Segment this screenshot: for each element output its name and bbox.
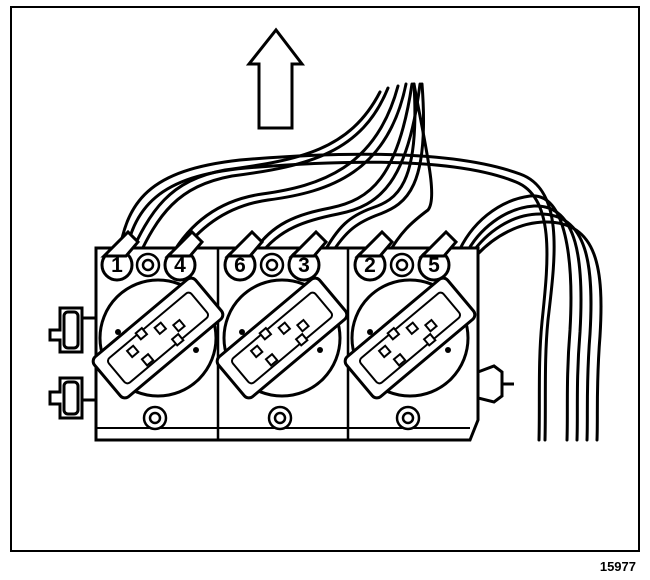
cylinder-label: 1 xyxy=(111,254,123,277)
coil-pack xyxy=(91,276,225,400)
direction-arrow-icon xyxy=(245,27,306,130)
mounting-bolts xyxy=(142,405,421,431)
coil-pack xyxy=(215,276,349,400)
figure-number: 15977 xyxy=(599,559,636,574)
coil-housing xyxy=(343,276,477,400)
cylinder-label: 6 xyxy=(234,254,246,277)
bracket-tab xyxy=(476,364,514,404)
cylinder-label: 4 xyxy=(174,254,186,277)
coil-housing xyxy=(91,276,225,400)
cylinder-label: 3 xyxy=(298,254,310,277)
terminal-studs xyxy=(135,252,415,278)
coil-pack xyxy=(343,276,477,400)
figure-frame xyxy=(10,6,640,552)
cylinder-label: 5 xyxy=(428,254,440,277)
electrical-connectors xyxy=(48,306,96,420)
cylinder-label: 2 xyxy=(364,254,376,277)
spark-plug-wires xyxy=(116,82,603,442)
coil-housing xyxy=(215,276,349,400)
